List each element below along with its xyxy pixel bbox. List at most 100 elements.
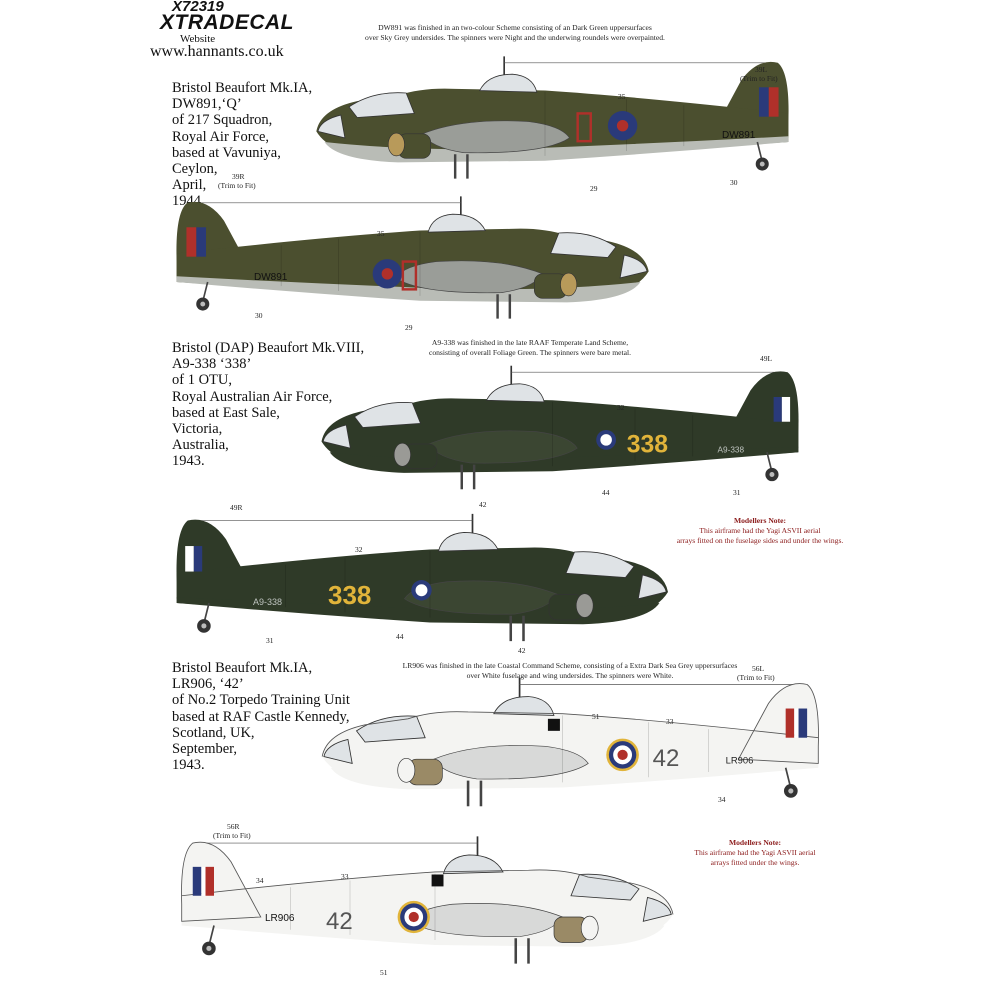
- modellers-note-title: Modellers Note:: [733, 516, 787, 525]
- callout-34: 34: [718, 795, 726, 804]
- callout-56l: 56L: [752, 664, 765, 673]
- caption-line: of 1 OTU,: [172, 372, 233, 389]
- callout-trim: (Trim to Fit): [218, 181, 256, 190]
- scheme-note-a9-338: A9-338 was finished in the late RAAF Tem…: [395, 338, 665, 358]
- caption-line: A9-338 ‘338’: [172, 356, 252, 373]
- caption-line: Bristol (DAP) Beaufort Mk.VIII,: [172, 340, 365, 356]
- note-line: consisting of overall Foliage Green. The…: [428, 348, 632, 357]
- caption-a9-338: Bristol (DAP) Beaufort Mk.VIII, A9-338 ‘…: [172, 340, 364, 470]
- note-line: arrays fitted on the fuselage sides and …: [676, 536, 844, 545]
- aircraft-lr906-left-profile: 42 LR906: [305, 672, 820, 812]
- note-line: over White fuselage and wing undersides.…: [466, 671, 674, 680]
- roundel: [411, 580, 432, 601]
- caption-line: Royal Australian Air Force,: [172, 388, 333, 405]
- aircraft-letter-q: [401, 260, 418, 291]
- modellers-note-a9-338: Modellers Note: This airframe had the Ya…: [660, 516, 860, 546]
- serial-lr906: LR906: [726, 755, 754, 766]
- serial-dw891: DW891: [722, 130, 756, 141]
- callout-trim: (Trim to Fit): [737, 673, 775, 682]
- caption-line: Scotland, UK,: [172, 724, 255, 741]
- note-line: This airframe had the Yagi ASVII aerial: [694, 848, 816, 857]
- roundel: [372, 259, 403, 289]
- callout-39l: 39L: [755, 65, 768, 74]
- callout-49r: 49R: [230, 503, 243, 512]
- callout-30: 30: [730, 178, 738, 187]
- callout-32: 32: [355, 545, 363, 554]
- caption-line: based at Vavuniya,: [172, 144, 281, 161]
- caption-dw891: Bristol Beaufort Mk.IA, DW891,‘Q’ of 217…: [172, 80, 312, 210]
- aircraft-number-338: 338: [328, 580, 372, 610]
- scheme-note-dw891: DW891 was finished in an two-colour Sche…: [330, 23, 700, 43]
- yagi-mount: [431, 874, 444, 887]
- fin-flash: [186, 227, 207, 257]
- fin-flash: [185, 546, 203, 572]
- note-line: DW891 was finished in an two-colour Sche…: [378, 23, 652, 32]
- callout-30: 30: [255, 311, 263, 320]
- roundel: [607, 110, 638, 141]
- fin-flash: [192, 866, 214, 896]
- aircraft-dw891-right-profile: [175, 185, 665, 330]
- aircraft-number-42: 42: [653, 745, 680, 772]
- caption-line: Ceylon,: [172, 161, 218, 178]
- modellers-note-title: Modellers Note:: [728, 838, 782, 847]
- roundel: [606, 738, 639, 772]
- aircraft-a9-338-left-profile: 338 A9-338: [305, 355, 800, 500]
- callout-49l: 49L: [760, 354, 773, 363]
- brand-logo: XTRADECAL: [160, 11, 294, 34]
- aircraft-letter-q: [576, 112, 592, 143]
- callout-33: 33: [666, 717, 674, 726]
- caption-line: April,: [172, 177, 207, 194]
- aircraft-number-42: 42: [326, 908, 353, 935]
- fin-flash: [758, 87, 779, 117]
- caption-line: of 217 Squadron,: [172, 112, 273, 129]
- callout-31: 31: [266, 636, 274, 645]
- website-url[interactable]: www.hannants.co.uk: [150, 43, 284, 60]
- caption-line: Bristol Beaufort Mk.IA,: [172, 660, 313, 676]
- caption-line: Victoria,: [172, 421, 223, 438]
- scheme-note-lr906: LR906 was finished in the late Coastal C…: [370, 661, 770, 681]
- caption-line: September,: [172, 741, 238, 758]
- callout-44: 44: [602, 488, 610, 497]
- callout-39r: 39R: [232, 172, 245, 181]
- caption-line: LR906, ‘42’: [172, 676, 244, 693]
- caption-line: DW891,‘Q’: [172, 96, 242, 113]
- callout-32: 32: [617, 403, 625, 412]
- aircraft-dw891-left-profile: [300, 45, 790, 190]
- note-line: A9-338 was finished in the late RAAF Tem…: [431, 338, 629, 347]
- roundel: [596, 429, 617, 450]
- product-code: X72319: [172, 0, 224, 15]
- callout-trim: (Trim to Fit): [740, 74, 778, 83]
- callout-33: 33: [341, 872, 349, 881]
- callout-51: 51: [592, 712, 600, 721]
- callout-51: 51: [380, 968, 388, 977]
- callout-35: 35: [377, 229, 385, 238]
- callout-29: 29: [590, 184, 598, 193]
- callout-35: 35: [618, 92, 626, 101]
- caption-line: 1943.: [172, 757, 205, 774]
- callout-29: 29: [405, 323, 413, 332]
- callout-56r: 56R: [227, 822, 240, 831]
- website-label: Website: [180, 33, 216, 45]
- callout-44: 44: [396, 632, 404, 641]
- note-line: arrays fitted under the wings.: [710, 858, 800, 867]
- caption-line: Bristol Beaufort Mk.IA,: [172, 80, 313, 96]
- caption-line: Royal Air Force,: [172, 128, 270, 145]
- callout-31: 31: [733, 488, 741, 497]
- fin-flash: [773, 396, 791, 422]
- note-line: This airframe had the Yagi ASVII aerial: [699, 526, 821, 535]
- roundel: [397, 900, 430, 934]
- aircraft-lr906-right-profile: [180, 830, 690, 970]
- serial-a9-338: A9-338: [253, 597, 283, 607]
- callout-34: 34: [256, 876, 264, 885]
- note-line: over Sky Grey undersides. The spinners w…: [365, 33, 665, 42]
- caption-lr906: Bristol Beaufort Mk.IA, LR906, ‘42’ of N…: [172, 660, 350, 773]
- caption-line: based at RAF Castle Kennedy,: [172, 708, 350, 725]
- serial-lr906: LR906: [265, 913, 295, 924]
- caption-line: 1943.: [172, 453, 205, 470]
- caption-line: Australia,: [172, 437, 229, 454]
- note-line: LR906 was finished in the late Coastal C…: [402, 661, 738, 670]
- callout-trim: (Trim to Fit): [213, 831, 251, 840]
- callout-42: 42: [518, 646, 526, 655]
- aircraft-a9-338-right-profile: [175, 505, 685, 650]
